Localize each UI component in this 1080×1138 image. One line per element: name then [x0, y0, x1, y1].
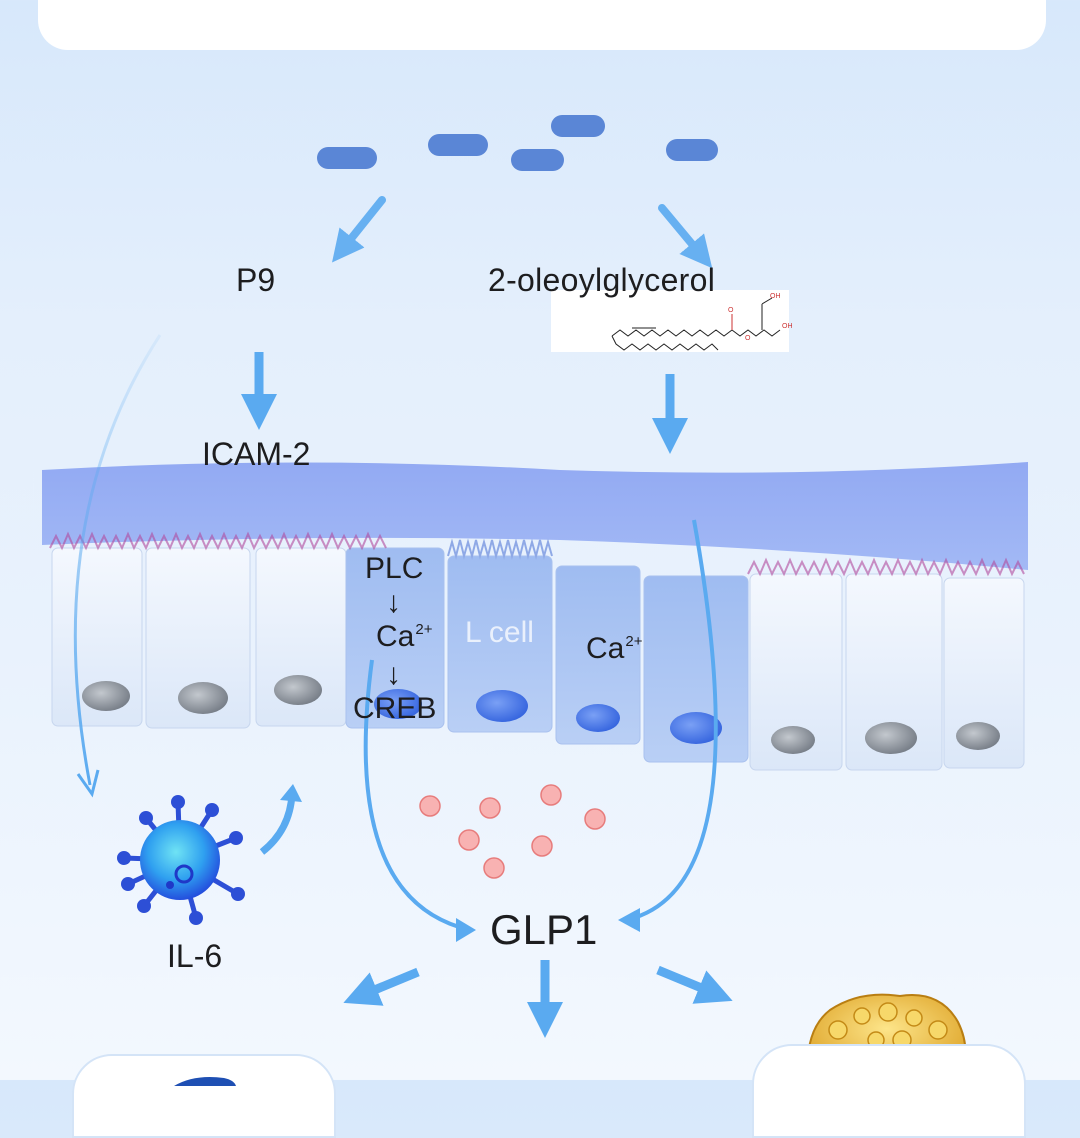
microvilli — [49, 531, 387, 551]
bacteria-rod-icon — [511, 149, 564, 171]
bacteria-rod-icon — [551, 115, 605, 137]
label-ca: Ca2+ — [586, 632, 643, 665]
mucus-layer — [42, 462, 1028, 570]
label-glp1: GLP1 — [490, 906, 598, 953]
header-card — [38, 0, 1046, 50]
epithelial-cell — [845, 573, 943, 771]
nucleus — [771, 726, 815, 754]
label-plc: PLC — [365, 552, 424, 585]
label-il6: IL-6 — [167, 938, 223, 974]
nucleus-l-cell — [476, 690, 528, 722]
il6-cytokine-icon — [117, 795, 245, 925]
nucleus-l-cell — [670, 712, 722, 744]
glp1-granule — [419, 795, 441, 817]
nucleus — [865, 722, 917, 754]
microvilli — [747, 557, 1025, 577]
bacteria-rod-icon — [317, 147, 377, 169]
glp1-granule — [479, 797, 501, 819]
l-cell — [555, 565, 641, 745]
label-p9: P9 — [236, 262, 276, 298]
bottom-card-right — [752, 1044, 1026, 1138]
glp1-granule — [540, 784, 562, 806]
glp1-granule — [531, 835, 553, 857]
label-icam2: ICAM-2 — [202, 436, 311, 472]
label-ca-intracellular: Ca2+ — [376, 620, 433, 653]
glp1-granule — [458, 829, 480, 851]
organ-icon — [174, 1077, 236, 1086]
nucleus — [956, 722, 1000, 750]
epithelial-cell — [145, 547, 251, 729]
label-creb: CREB — [353, 692, 437, 725]
arrow-bacteria-to-2og — [658, 204, 713, 269]
glp1-granule — [584, 808, 606, 830]
arrow-lcell-to-glp1-right — [625, 519, 718, 922]
arrow-lcell-to-glp1-left — [363, 659, 471, 932]
glp1-granule — [483, 857, 505, 879]
nucleus — [274, 675, 322, 705]
bacteria-rod-icon — [666, 139, 718, 161]
epithelial-cell — [943, 577, 1025, 769]
arrow-glp1-left — [343, 967, 420, 1006]
bottom-card-left — [72, 1054, 336, 1138]
svg-text:OH: OH — [782, 323, 793, 330]
bacteria-rod-icon — [428, 134, 488, 156]
label-l-cell: L cell — [465, 616, 534, 649]
svg-text:O: O — [745, 335, 751, 342]
svg-text:OH: OH — [770, 293, 781, 300]
arrow-bacteria-to-p9 — [332, 196, 386, 263]
arrow-p9-to-il6 — [73, 334, 162, 786]
arrow-il6-feedback — [259, 793, 296, 855]
nucleus-l-cell — [374, 689, 422, 719]
l-cell — [447, 555, 553, 733]
oleoylglycerol-structure-icon: OH OH O O — [551, 290, 793, 352]
nucleus — [82, 681, 130, 711]
microvilli — [447, 538, 553, 560]
nucleus — [178, 682, 228, 714]
pathway-diagram: OH OH O O — [42, 115, 1028, 1080]
l-cell — [643, 575, 749, 763]
bacteria-cluster — [317, 115, 718, 171]
arrow-ca-to-creb: ↓ — [386, 658, 401, 691]
svg-text:O: O — [728, 307, 734, 314]
arrow-glp1-right — [656, 965, 733, 1004]
epithelium — [49, 531, 1025, 771]
glp1-granules — [419, 784, 606, 879]
arrow-plc-to-ca: ↓ — [386, 586, 401, 619]
nucleus-l-cell — [576, 704, 620, 732]
label-2-oleoylglycerol: 2-oleoylglycerol — [488, 262, 716, 298]
